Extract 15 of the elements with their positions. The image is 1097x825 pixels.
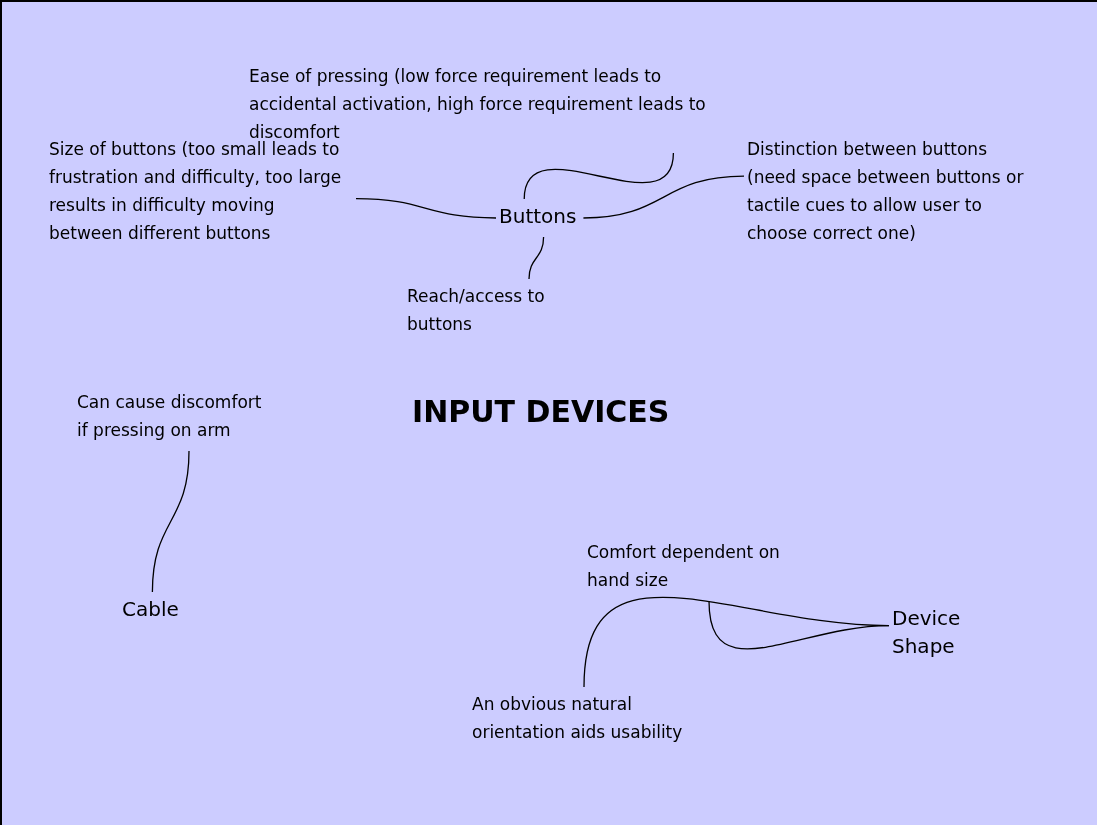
note-text: Comfort dependent on hand size	[587, 538, 827, 594]
branch-label: Cable	[122, 595, 179, 623]
note-text: Distinction between buttons (need space between buttons or tactile cues to allow user to choose correct one)	[747, 135, 1037, 247]
note-text: Reach/access to buttons	[407, 282, 607, 338]
title-text: INPUT DEVICES	[412, 394, 670, 429]
note-text: Can cause discomfort if pressing on arm	[77, 388, 277, 444]
note-text: An obvious natural orientation aids usability	[472, 690, 692, 746]
branch-label: Device Shape	[892, 604, 982, 660]
branch-label: Buttons	[499, 202, 577, 230]
connector-line	[355, 197, 497, 219]
connector-line	[583, 597, 890, 688]
connector-line	[528, 236, 545, 280]
connector-line	[151, 450, 190, 593]
connector-line	[582, 175, 745, 219]
connector-line	[523, 152, 675, 200]
